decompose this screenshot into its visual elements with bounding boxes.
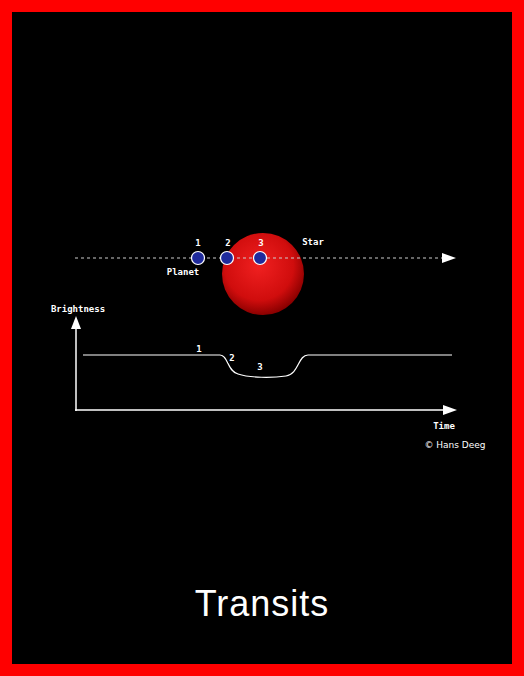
callout-number: 3 [256,362,263,372]
planet-dot [254,252,267,265]
y-axis [75,328,77,411]
planet-dot [221,252,234,265]
x-axis [75,409,443,411]
axis-label: Time [433,421,455,431]
copyright-note: © Hans Deeg [424,440,485,450]
planet-label: Planet [167,267,200,277]
callout-number: 3 [258,238,263,248]
callout-number: 2 [225,238,230,248]
callout-number: 1 [195,344,202,354]
arrow-head [443,405,457,415]
arrow-head [442,253,456,263]
planet-dot [192,252,205,265]
callout-number: 2 [228,353,235,363]
slide-frame [12,12,512,664]
axis-label: Brightness [51,304,105,314]
star-disc [222,233,304,315]
callout-number: 1 [195,238,200,248]
slide-title: Transits [195,583,330,625]
star-label: Star [302,237,324,247]
arrow-head [71,316,81,329]
light-curve [83,355,452,377]
